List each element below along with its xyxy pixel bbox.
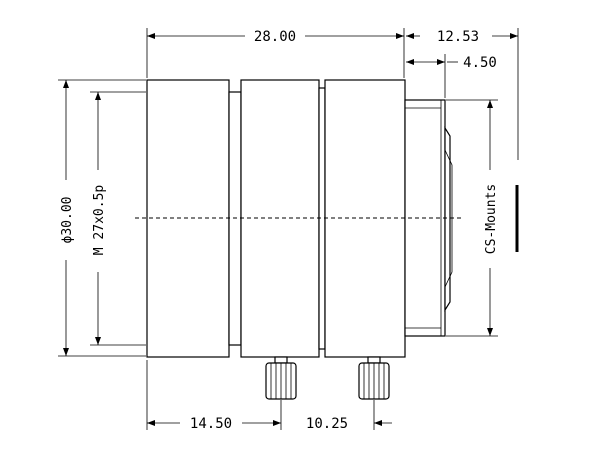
dim-screw-one-offset: [146, 360, 282, 430]
dim-mount-label: CS-Mounts: [484, 184, 499, 254]
locking-screw-2: [358, 356, 390, 400]
dim-flange-total-label: 12.53: [437, 29, 479, 45]
groove-ring-2: [318, 87, 326, 350]
dim-flange-total: [406, 28, 519, 160]
front-barrel: [146, 79, 230, 358]
dim-screw-one-offset-label: 14.50: [190, 416, 232, 432]
middle-barrel: [240, 79, 320, 358]
dim-thread: [90, 91, 146, 346]
dim-overall-length: [146, 28, 405, 78]
groove-ring-1: [228, 91, 242, 346]
dim-screw-spacing: [373, 400, 392, 430]
locking-screw-1: [265, 356, 297, 400]
dim-thread-label: M 27x0.5p: [92, 185, 107, 256]
dim-outer-diameter-label: ϕ30.00: [60, 197, 75, 244]
dim-flange-step: [406, 54, 458, 98]
rear-barrel: [324, 79, 406, 358]
dim-overall-length-label: 28.00: [254, 29, 296, 45]
dim-flange-step-label: 4.50: [463, 55, 497, 71]
lens-body: [146, 79, 453, 358]
dim-mount: [446, 99, 498, 337]
rear-element: [444, 125, 451, 313]
dim-outer-diameter: [58, 79, 146, 357]
dim-screw-spacing-label: 10.25: [306, 416, 348, 432]
